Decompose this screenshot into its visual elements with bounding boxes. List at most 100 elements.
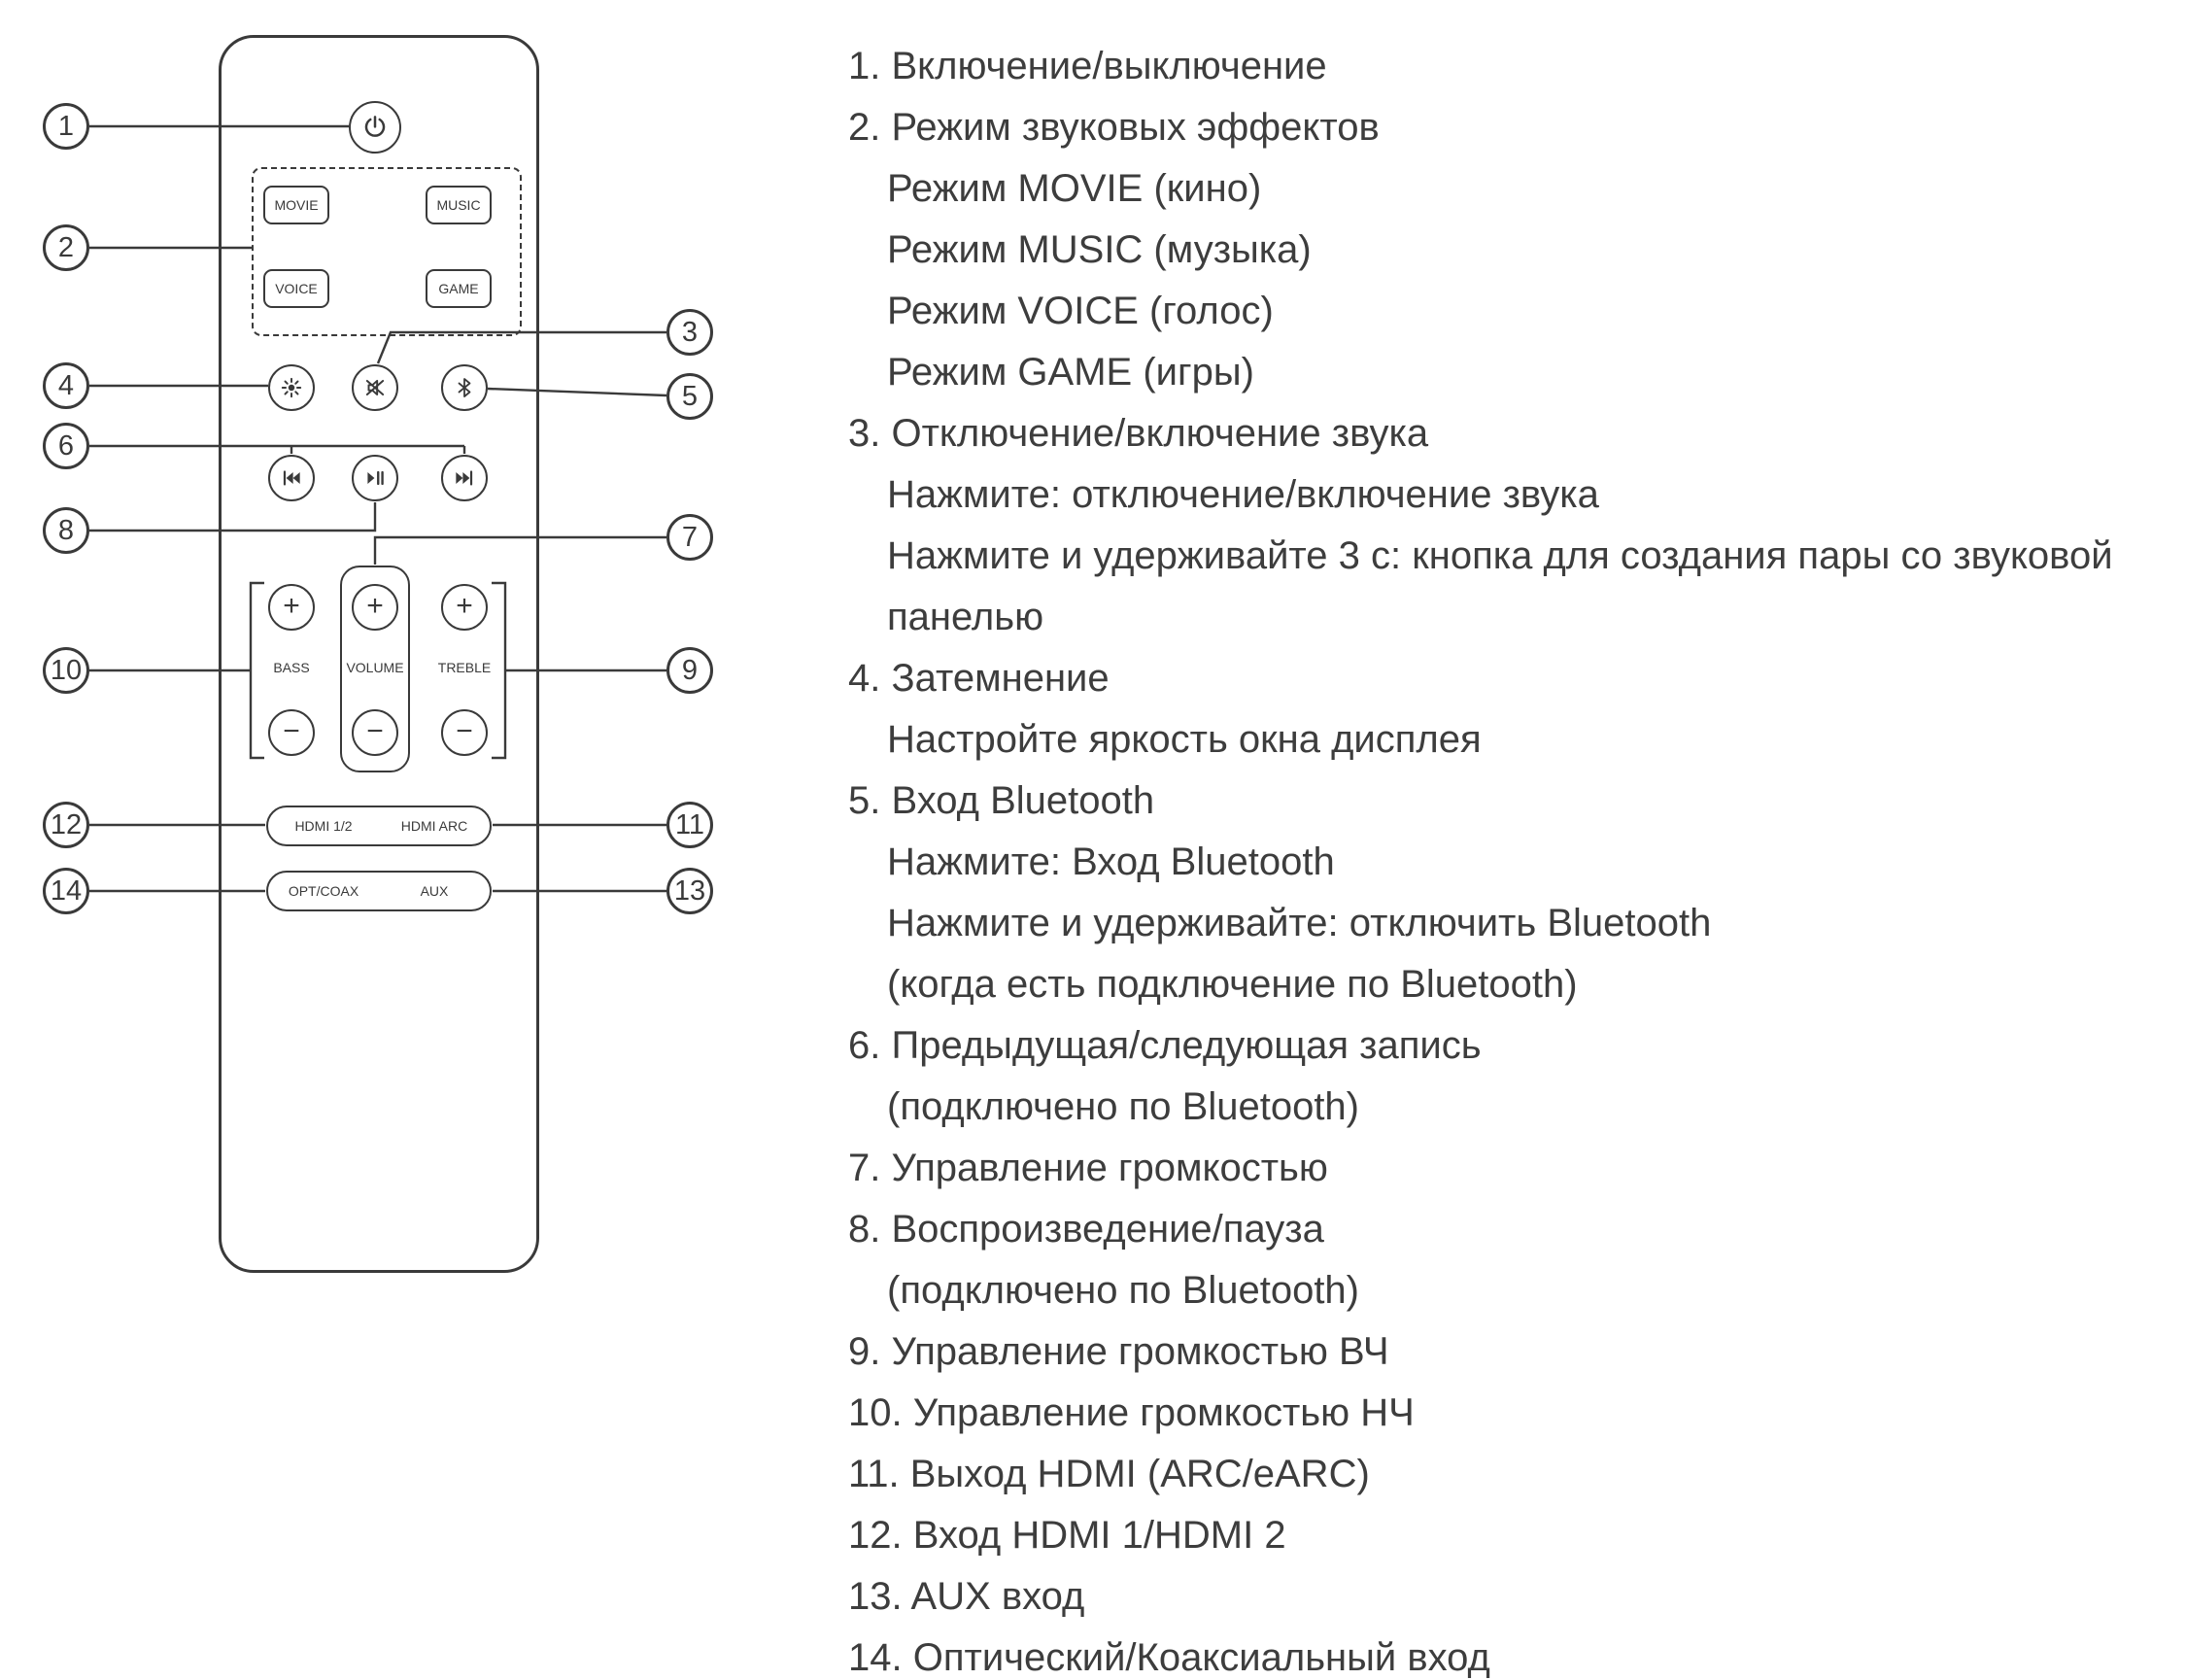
- plus-icon: +: [456, 589, 473, 622]
- legend-line: Нажмите и удерживайте: отключить Bluetoo…: [887, 902, 1712, 944]
- legend-line: (подключено по Bluetooth): [887, 1085, 1359, 1128]
- callout-8-number: 8: [57, 514, 75, 546]
- voice-mode-button: VOICE: [263, 269, 329, 308]
- volume-minus-button: −: [352, 709, 398, 756]
- legend-line: 4. Затемнение: [848, 657, 1110, 700]
- movie-mode-button: MOVIE: [263, 186, 329, 224]
- line-callout-6: [89, 444, 466, 454]
- legend-line: 3. Отключение/включение звука: [848, 412, 1429, 455]
- movie-mode-label: MOVIE: [274, 197, 319, 213]
- callout-12-number: 12: [50, 808, 83, 840]
- legend: 1. Включение/выключение 2. Режим звуковы…: [848, 36, 2169, 1680]
- previous-track-button: [268, 455, 315, 501]
- game-mode-label: GAME: [438, 281, 479, 296]
- callout-3-number: 3: [681, 316, 699, 348]
- legend-line: Настройте яркость окна дисплея: [887, 718, 1482, 761]
- callout-14: 14: [43, 868, 89, 914]
- treble-minus-button: −: [441, 709, 488, 756]
- treble-label: TREBLE: [437, 660, 492, 675]
- legend-line: 14. Оптический/Коаксиальный вход: [848, 1636, 1490, 1679]
- dimmer-button: [268, 364, 315, 411]
- legend-line: (подключено по Bluetooth): [887, 1269, 1359, 1312]
- play-pause-button: [352, 455, 398, 501]
- minus-icon: −: [366, 714, 384, 747]
- minus-icon: −: [283, 714, 300, 747]
- power-icon: [364, 116, 386, 137]
- callout-1-number: 1: [57, 110, 75, 142]
- legend-line: 6. Предыдущая/следующая запись: [848, 1024, 1482, 1067]
- callout-7-number: 7: [681, 521, 699, 553]
- plus-icon: +: [283, 589, 300, 622]
- legend-line: панелью: [887, 596, 1044, 638]
- callout-12: 12: [43, 802, 89, 848]
- sound-mode-group-outline: [252, 167, 522, 336]
- hdmi-input-row: HDMI 1/2 HDMI ARC: [266, 806, 492, 846]
- legend-line: 7. Управление громкостью: [848, 1147, 1328, 1189]
- legend-line: 5. Вход Bluetooth: [848, 779, 1155, 822]
- callout-10: 10: [43, 647, 89, 694]
- line-callout-3: [376, 330, 666, 364]
- callout-9-number: 9: [681, 654, 699, 686]
- opt-aux-input-row: OPT/COAX AUX: [266, 871, 492, 911]
- callout-7: 7: [666, 514, 713, 561]
- legend-line: 12. Вход HDMI 1/HDMI 2: [848, 1514, 1286, 1557]
- volume-label: VOLUME: [346, 660, 404, 675]
- mute-button: [352, 364, 398, 411]
- legend-line: Нажмите и удерживайте 3 с: кнопка для со…: [887, 534, 2113, 577]
- game-mode-button: GAME: [426, 269, 492, 308]
- music-mode-button: MUSIC: [426, 186, 492, 224]
- plus-icon: +: [366, 589, 384, 622]
- bass-minus-button: −: [268, 709, 315, 756]
- callout-6-number: 6: [57, 429, 75, 462]
- bass-label: BASS: [273, 660, 310, 675]
- legend-line: 1. Включение/выключение: [848, 45, 1327, 87]
- opt-coax-button: OPT/COAX: [288, 883, 359, 899]
- callout-4: 4: [43, 362, 89, 409]
- legend-line: Режим MUSIC (музыка): [887, 228, 1312, 271]
- bluetooth-icon: [458, 378, 471, 397]
- hdmi-arc-button: HDMI ARC: [400, 818, 468, 834]
- volume-plus-button: +: [352, 584, 398, 631]
- next-track-icon: [456, 470, 473, 486]
- aux-button: AUX: [420, 883, 449, 899]
- bluetooth-button: [441, 364, 488, 411]
- callout-3: 3: [666, 309, 713, 356]
- callout-5-number: 5: [681, 380, 699, 412]
- legend-line: 8. Воспроизведение/пауза: [848, 1208, 1324, 1251]
- voice-mode-label: VOICE: [275, 281, 318, 296]
- minus-icon: −: [456, 714, 473, 747]
- legend-line: 10. Управление громкостью НЧ: [848, 1391, 1415, 1434]
- music-mode-label: MUSIC: [436, 197, 481, 213]
- brightness-icon: [281, 377, 302, 398]
- callout-13: 13: [666, 868, 713, 914]
- callout-2: 2: [43, 224, 89, 271]
- legend-line: 2. Режим звуковых эффектов: [848, 106, 1380, 149]
- callout-1: 1: [43, 103, 89, 150]
- line-callout-9: [492, 581, 666, 760]
- mute-icon: [365, 379, 385, 396]
- callout-6: 6: [43, 423, 89, 469]
- legend-line: Режим VOICE (голос): [887, 290, 1274, 332]
- previous-track-icon: [283, 470, 300, 486]
- legend-line: Нажмите: Вход Bluetooth: [887, 840, 1335, 883]
- legend-line: 11. Выход HDMI (ARC/eARC): [848, 1453, 1370, 1495]
- play-pause-icon: [367, 470, 384, 486]
- legend-line: (когда есть подключение по Bluetooth): [887, 963, 1578, 1006]
- line-callout-7: [373, 535, 666, 565]
- callout-4-number: 4: [57, 369, 75, 401]
- legend-line: 13. AUX вход: [848, 1575, 1085, 1618]
- line-callout-5: [487, 387, 667, 397]
- treble-plus-button: +: [441, 584, 488, 631]
- callout-11: 11: [666, 802, 713, 848]
- legend-line: Режим MOVIE (кино): [887, 167, 1262, 210]
- callout-9: 9: [666, 647, 713, 694]
- legend-line: Нажмите: отключение/включение звука: [887, 473, 1599, 516]
- callout-11-number: 11: [674, 808, 705, 840]
- callout-14-number: 14: [50, 874, 83, 907]
- hdmi-12-button: HDMI 1/2: [294, 818, 353, 834]
- next-track-button: [441, 455, 488, 501]
- callout-5: 5: [666, 373, 713, 420]
- legend-line: Режим GAME (игры): [887, 351, 1254, 394]
